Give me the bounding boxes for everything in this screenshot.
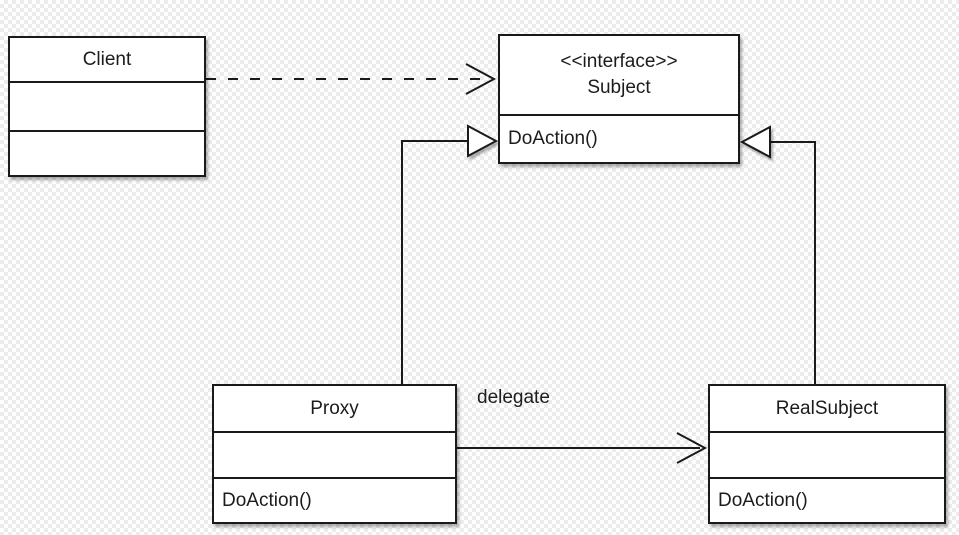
class-client-methods: [10, 130, 204, 175]
class-realsubject-name: RealSubject: [775, 397, 879, 419]
class-proxy-name: Proxy: [310, 397, 359, 419]
realization-triangle-left-icon: [467, 124, 499, 158]
realsubject-subject-realization-line: [770, 141, 816, 384]
class-box-realsubject: RealSubject DoAction(): [708, 384, 946, 524]
class-subject-stereotype: <<interface>>: [560, 51, 678, 72]
class-realsubject-methods: DoAction(): [710, 477, 944, 522]
class-client-name: Client: [82, 48, 132, 70]
class-proxy-methods: DoAction(): [214, 477, 455, 522]
delegate-arrowhead-icon: [676, 432, 708, 464]
method-doaction-subject: DoAction(): [508, 128, 598, 149]
proxy-subject-realization-line: [401, 140, 468, 384]
class-box-proxy: Proxy DoAction(): [212, 384, 457, 524]
class-proxy-attributes: [214, 431, 455, 477]
method-doaction-realsubject: DoAction(): [718, 489, 808, 511]
class-subject-name: Subject: [587, 77, 651, 98]
method-doaction-proxy: DoAction(): [222, 489, 312, 511]
delegate-edge-label: delegate: [477, 387, 550, 408]
dependency-arrowhead-icon: [465, 63, 497, 95]
class-client-attributes: [10, 81, 204, 130]
realization-triangle-right-icon: [739, 125, 771, 159]
class-subject-header: <<interface>> Subject: [500, 36, 738, 114]
class-box-client: Client: [8, 36, 206, 177]
class-subject-methods: DoAction(): [500, 114, 738, 162]
class-box-subject: <<interface>> Subject DoAction(): [498, 34, 740, 164]
class-realsubject-attributes: [710, 431, 944, 477]
